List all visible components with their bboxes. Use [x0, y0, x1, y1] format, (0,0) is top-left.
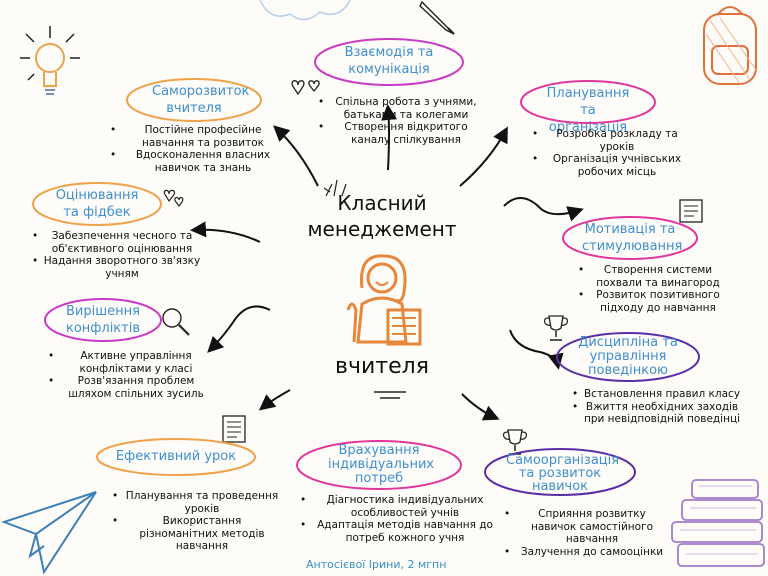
node-assessment-title: Оцінювання та фідбек	[55, 188, 139, 220]
node-conflicts-title: Вирішення конфліктів	[65, 304, 141, 336]
node-needs-title: Врахування індивідуальних потреб	[328, 443, 435, 486]
paper-plane-icon	[0, 491, 97, 575]
list-item: Розробка розкладу та уроків	[532, 128, 692, 153]
node-discipline-points: Встановлення правил класу Вжиття необхід…	[568, 388, 742, 426]
list-item: Створення системи похвали та винагород	[578, 264, 728, 289]
list-item: Сприяння розвитку навичок самостійного н…	[504, 508, 670, 546]
node-motivation-title: Мотивація та стимулювання	[582, 222, 683, 254]
list-item: Розв'язання проблем шляхом спільних зуси…	[48, 375, 214, 400]
list-item: Використання різноманітних методів навча…	[112, 515, 282, 553]
arrow-to-lesson	[258, 389, 291, 411]
node-motivation-points: Створення системи похвали та винагород Р…	[574, 264, 728, 314]
arrow-to-selforg	[461, 393, 500, 421]
node-planning: Планування та організація	[520, 80, 656, 135]
pencil-icon	[419, 0, 455, 35]
node-needs: Врахування індивідуальних потреб	[296, 440, 462, 490]
list-item: Вдосконалення власних навичок та знань	[110, 149, 286, 174]
underline-doodle-icon	[374, 391, 406, 399]
list-item: Діагностика індивідуальних особливостей …	[300, 494, 500, 519]
list-item: Активне управління конфліктами у класі	[48, 350, 214, 375]
node-self-development-points: Постійне професійне навчання та розвиток…	[106, 124, 286, 174]
node-needs-points: Діагностика індивідуальних особливостей …	[296, 494, 500, 544]
magnifier-icon	[162, 308, 190, 336]
node-selforg: Самоорганізація та розвиток навичок	[484, 448, 636, 496]
node-selforg-points: Сприяння розвитку навичок самостійного н…	[500, 508, 670, 558]
lightbulb-icon	[20, 26, 80, 95]
notebook-icon	[222, 415, 246, 443]
arrow-to-planning	[459, 126, 508, 187]
list-item: Вжиття необхідних заходів при невідповід…	[572, 401, 742, 426]
node-assessment: Оцінювання та фідбек	[32, 182, 162, 226]
author-caption: Антосієвої Ірини, 2 мгпн	[306, 558, 447, 571]
list-item: Залучення до самооцінки	[504, 546, 670, 559]
center-subtitle: вчителя	[335, 354, 429, 379]
arrow-to-conflicts	[207, 305, 271, 353]
node-planning-points: Розробка розкладу та уроків Організація …	[528, 128, 692, 178]
arrow-to-discipline	[509, 329, 564, 370]
books-icon	[671, 479, 765, 567]
node-lesson-title: Ефективний урок	[115, 449, 237, 464]
notebook-icon	[679, 199, 703, 223]
list-item: Постійне професійне навчання та розвиток	[110, 124, 286, 149]
node-assessment-points: Забезпечення чесного та об'єктивного оці…	[28, 230, 202, 280]
cloud-doodle-icon	[259, 0, 351, 21]
node-self-development: Саморозвиток вчителя	[126, 78, 262, 122]
node-lesson-points: Планування та проведення уроків Використ…	[108, 490, 282, 553]
list-item: Створення відкритого каналу спілкування	[318, 121, 484, 146]
list-item: Планування та проведення уроків	[112, 490, 282, 515]
node-self-development-title: Саморозвиток вчителя	[152, 84, 250, 116]
node-interaction: Взаємодія та комунікація	[314, 38, 464, 86]
list-item: Адаптація методів навчання до потреб кож…	[300, 519, 500, 544]
list-item: Організація учнівських робочих місць	[532, 153, 692, 178]
node-discipline-title: Дисципліна та управління поведінкою	[578, 335, 678, 378]
node-motivation: Мотивація та стимулювання	[562, 216, 698, 260]
node-discipline: Дисципліна та управління поведінкою	[556, 332, 700, 382]
teacher-icon	[346, 254, 422, 346]
node-interaction-points: Спільна робота з учнями, батьками та кол…	[314, 96, 484, 146]
backpack-icon	[703, 6, 757, 85]
heart-icon	[163, 189, 184, 207]
arrow-to-motivation	[503, 197, 584, 222]
node-conflicts-points: Активне управління конфліктами у класі Р…	[44, 350, 214, 400]
heart-icon	[291, 80, 320, 96]
node-selforg-title: Самоорганізація та розвиток навичок	[506, 453, 620, 494]
center-title: Класний менеджемент	[307, 191, 457, 241]
list-item: Встановлення правил класу	[572, 388, 742, 401]
node-lesson: Ефективний урок	[96, 438, 256, 476]
list-item: Забезпечення чесного та об'єктивного оці…	[32, 230, 202, 255]
arrow-to-assessment	[190, 221, 261, 243]
node-conflicts: Вирішення конфліктів	[44, 298, 162, 342]
list-item: Спільна робота з учнями, батьками та кол…	[318, 96, 484, 121]
node-interaction-title: Взаємодія та комунікація	[344, 45, 434, 77]
list-item: Розвиток позитивного підходу до навчання	[578, 289, 728, 314]
list-item: Надання зворотного зв'язку учням	[32, 255, 202, 280]
trophy-icon	[543, 315, 569, 341]
sparkle-icon	[323, 179, 347, 197]
